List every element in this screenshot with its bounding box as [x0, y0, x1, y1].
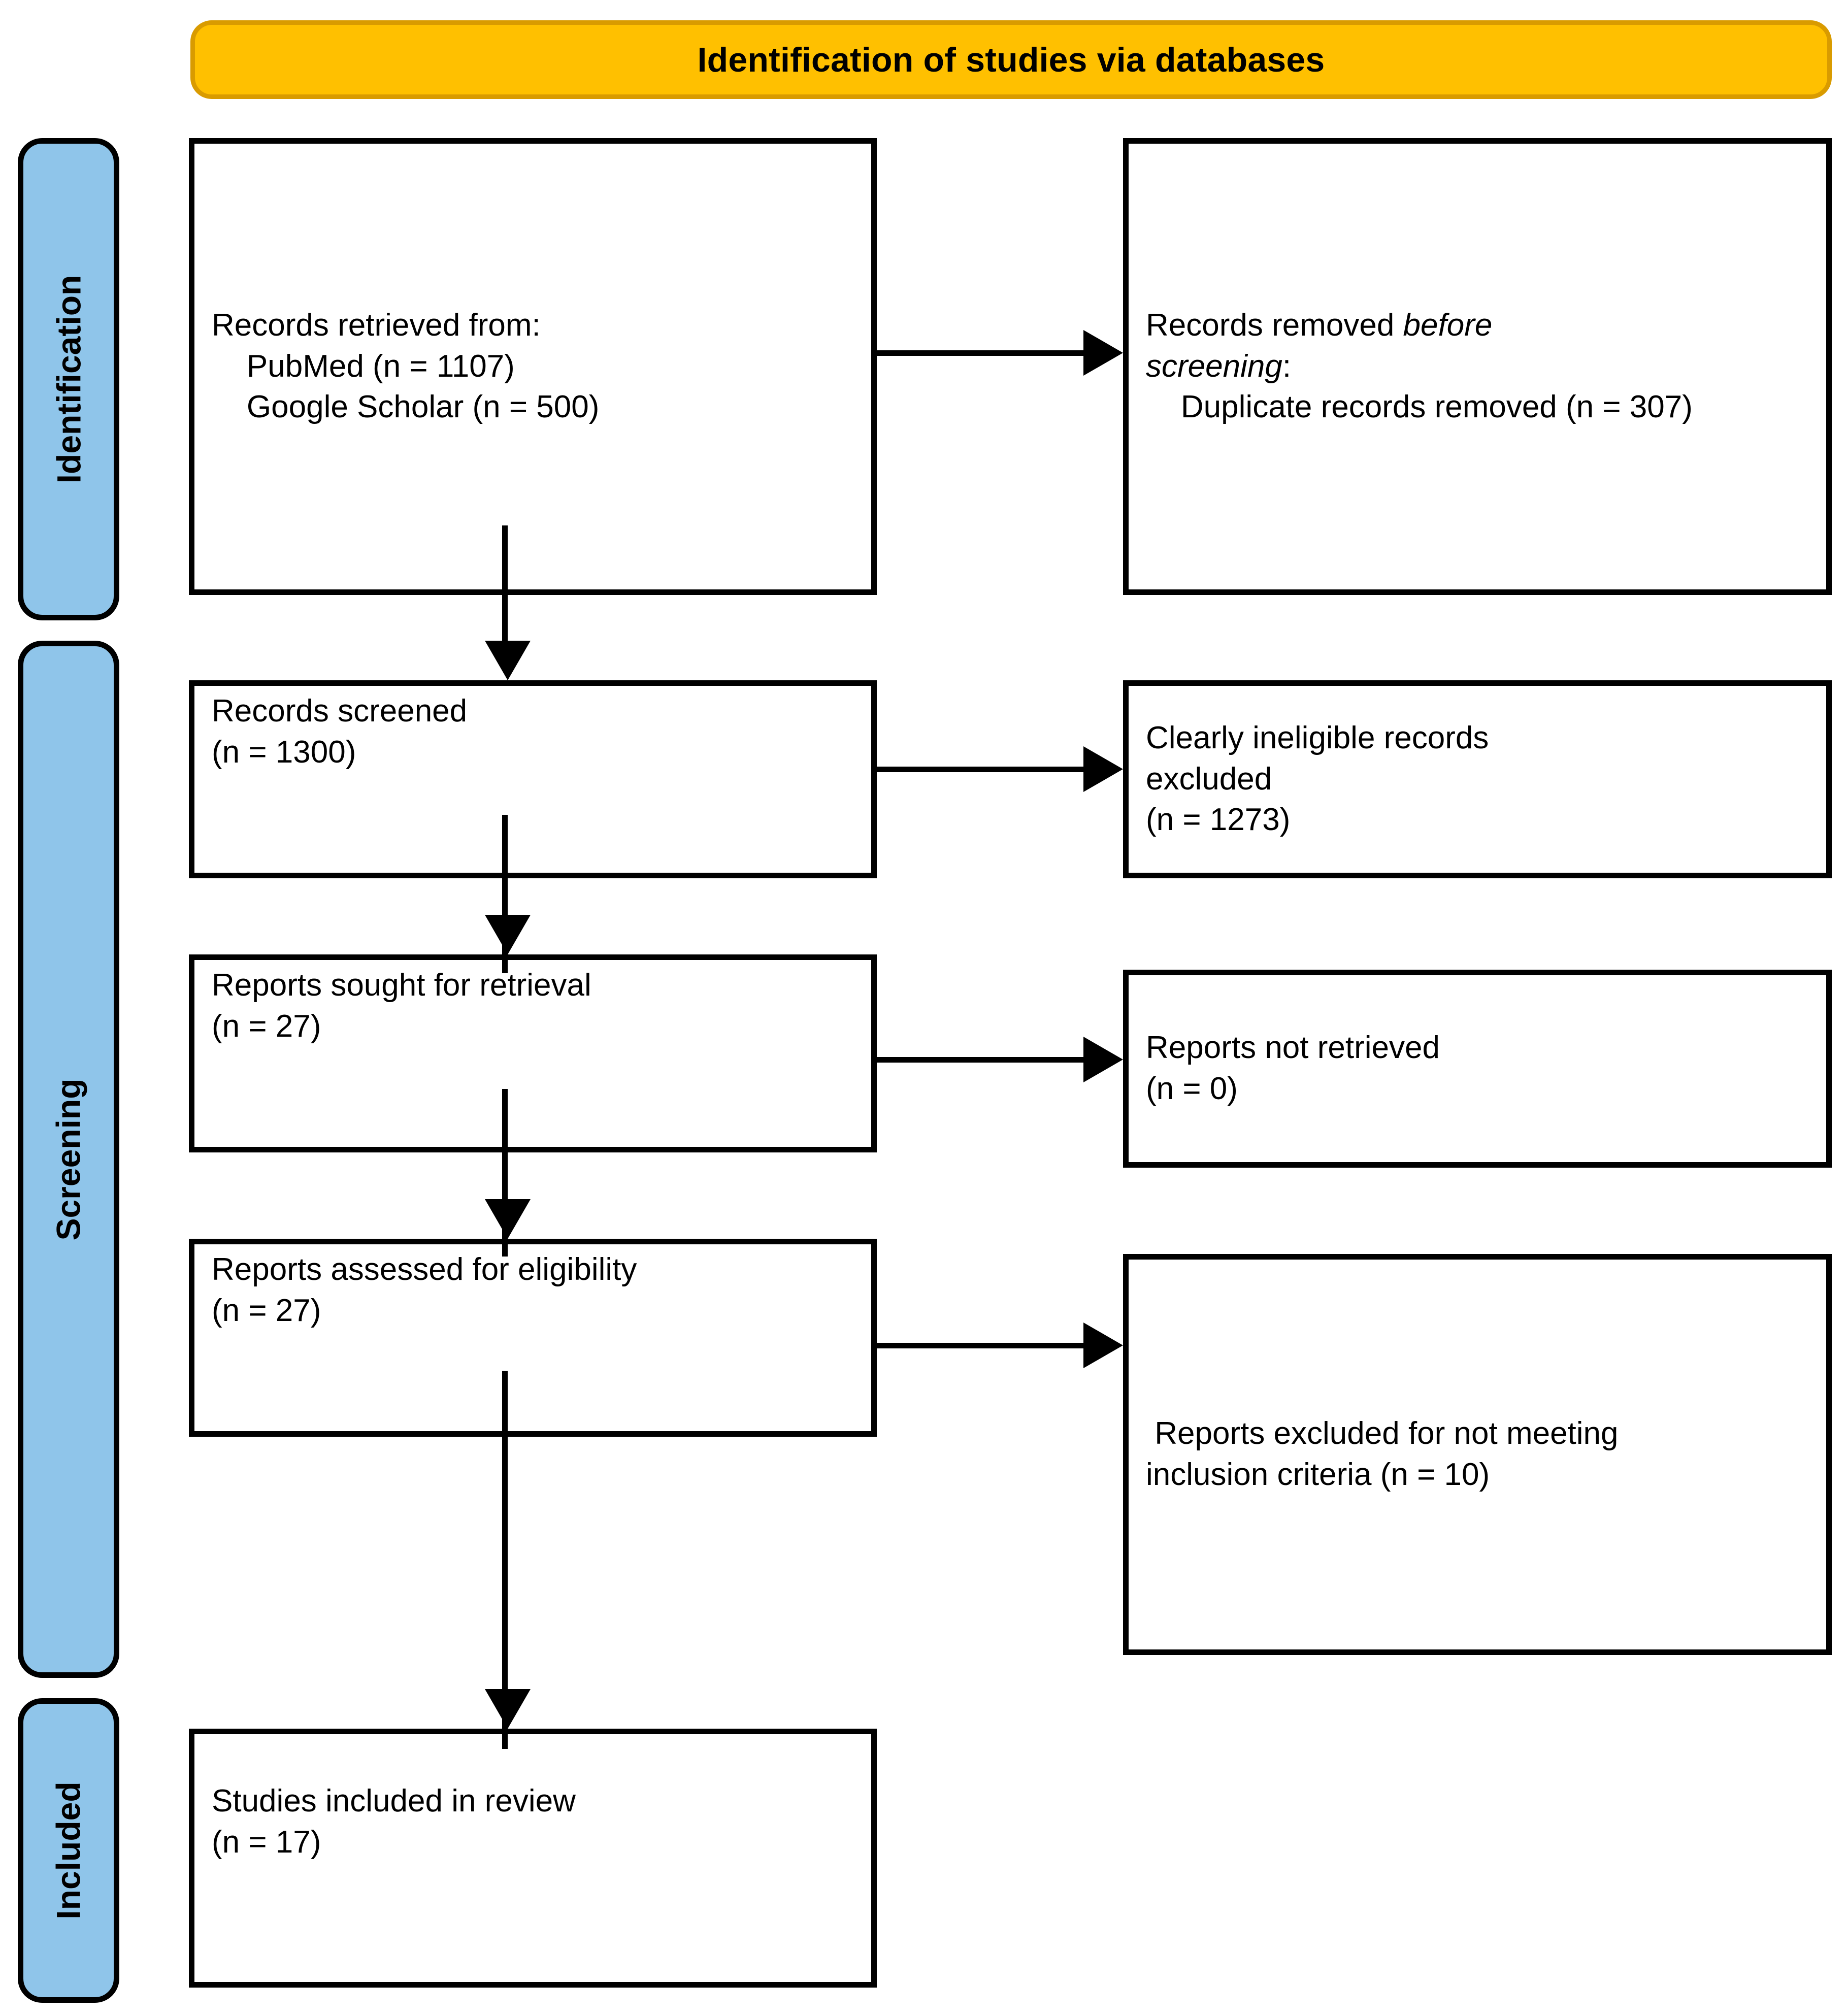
box-records-removed-before-screening: Records removed before screening: Duplic… — [1123, 138, 1832, 595]
studies-included-line1: Studies included in review — [212, 1783, 576, 1819]
connector-screened-to-sought-arrowhead-icon — [485, 915, 531, 954]
reports-sought-line2: (n = 27) — [212, 1008, 321, 1044]
box-records-removed-text: Records removed before screening: Duplic… — [1146, 305, 1809, 428]
studies-included-line2: (n = 17) — [212, 1824, 321, 1860]
records-screened-line2: (n = 1300) — [212, 734, 356, 770]
stage-label-included: Included — [18, 1698, 119, 2003]
records-removed-line2-suffix: : — [1282, 348, 1292, 384]
not-retrieved-line1: Reports not retrieved — [1146, 1030, 1440, 1066]
records-removed-line3: Duplicate records removed (n = 307) — [1146, 389, 1693, 425]
box-reports-not-retrieved: Reports not retrieved (n = 0) — [1123, 970, 1832, 1168]
reports-sought-line1: Reports sought for retrieval — [212, 968, 591, 1003]
records-retrieved-line3: Google Scholar (n = 500) — [212, 389, 600, 425]
records-removed-line2-italic: screening — [1146, 348, 1282, 384]
connector-screened-to-sought-line — [502, 815, 508, 973]
records-retrieved-line2: PubMed (n = 1107) — [212, 348, 515, 384]
stage-label-identification-text: Identification — [50, 275, 88, 484]
box-records-screened-text: Records screened (n = 1300) — [212, 686, 854, 773]
box-reports-excluded-text: Reports excluded for not meeting inclusi… — [1146, 1413, 1809, 1495]
connector-sought-to-assessed-line — [502, 1089, 508, 1257]
box-reports-sought-for-retrieval: Reports sought for retrieval (n = 27) — [189, 954, 877, 1152]
records-removed-line1-prefix: Records removed — [1146, 308, 1403, 343]
connector-retrieved-to-screened-line — [502, 525, 508, 663]
connector-screened-to-ineligible-arrowhead-icon — [1083, 746, 1123, 792]
diagram-header-banner: Identification of studies via databases — [190, 20, 1832, 99]
box-reports-excluded-inclusion-criteria: Reports excluded for not meeting inclusi… — [1123, 1254, 1832, 1655]
connector-assessed-to-excluded-arrowhead-icon — [1083, 1323, 1123, 1368]
connector-sought-to-assessed-arrowhead-icon — [485, 1199, 531, 1239]
ineligible-line2: excluded — [1146, 761, 1272, 797]
box-reports-sought-text: Reports sought for retrieval (n = 27) — [212, 960, 854, 1047]
reports-excluded-line2: inclusion criteria (n = 10) — [1146, 1457, 1490, 1492]
connector-screened-to-ineligible-line — [877, 767, 1085, 772]
box-clearly-ineligible-records-excluded: Clearly ineligible records excluded (n =… — [1123, 680, 1832, 878]
diagram-title: Identification of studies via databases — [697, 40, 1325, 79]
box-records-screened: Records screened (n = 1300) — [189, 680, 877, 878]
reports-excluded-line1: Reports excluded for not meeting — [1146, 1416, 1619, 1451]
not-retrieved-line2: (n = 0) — [1146, 1071, 1238, 1106]
ineligible-line3: (n = 1273) — [1146, 802, 1291, 838]
stage-label-screening: Screening — [18, 641, 119, 1678]
box-not-retrieved-text: Reports not retrieved (n = 0) — [1146, 1028, 1809, 1109]
box-reports-assessed-text: Reports assessed for eligibility (n = 27… — [212, 1244, 854, 1331]
records-screened-line1: Records screened — [212, 693, 468, 729]
connector-assessed-to-excluded-line — [877, 1343, 1085, 1348]
records-retrieved-line1: Records retrieved from: — [212, 308, 541, 343]
connector-sought-to-not-retrieved-arrowhead-icon — [1083, 1037, 1123, 1082]
box-reports-assessed-for-eligibility: Reports assessed for eligibility (n = 27… — [189, 1239, 877, 1437]
connector-assessed-to-included-line — [502, 1371, 508, 1749]
stage-label-identification: Identification — [18, 138, 119, 620]
reports-assessed-line2: (n = 27) — [212, 1293, 321, 1328]
box-studies-included-text: Studies included in review (n = 17) — [212, 1781, 854, 1863]
stage-label-screening-text: Screening — [50, 1078, 88, 1241]
box-records-retrieved: Records retrieved from: PubMed (n = 1107… — [189, 138, 877, 595]
connector-retrieved-to-removed-arrowhead-icon — [1083, 330, 1123, 376]
connector-retrieved-to-removed-line — [877, 350, 1085, 356]
box-studies-included-in-review: Studies included in review (n = 17) — [189, 1729, 877, 1988]
connector-retrieved-to-screened-arrowhead-icon — [485, 641, 531, 680]
reports-assessed-line1: Reports assessed for eligibility — [212, 1252, 637, 1287]
stage-label-included-text: Included — [50, 1781, 88, 1920]
records-removed-line1-italic: before — [1403, 308, 1493, 343]
connector-assessed-to-included-arrowhead-icon — [485, 1689, 531, 1729]
ineligible-line1: Clearly ineligible records — [1146, 720, 1489, 756]
connector-sought-to-not-retrieved-line — [877, 1057, 1085, 1063]
box-ineligible-text: Clearly ineligible records excluded (n =… — [1146, 718, 1809, 841]
box-records-retrieved-text: Records retrieved from: PubMed (n = 1107… — [212, 305, 854, 428]
